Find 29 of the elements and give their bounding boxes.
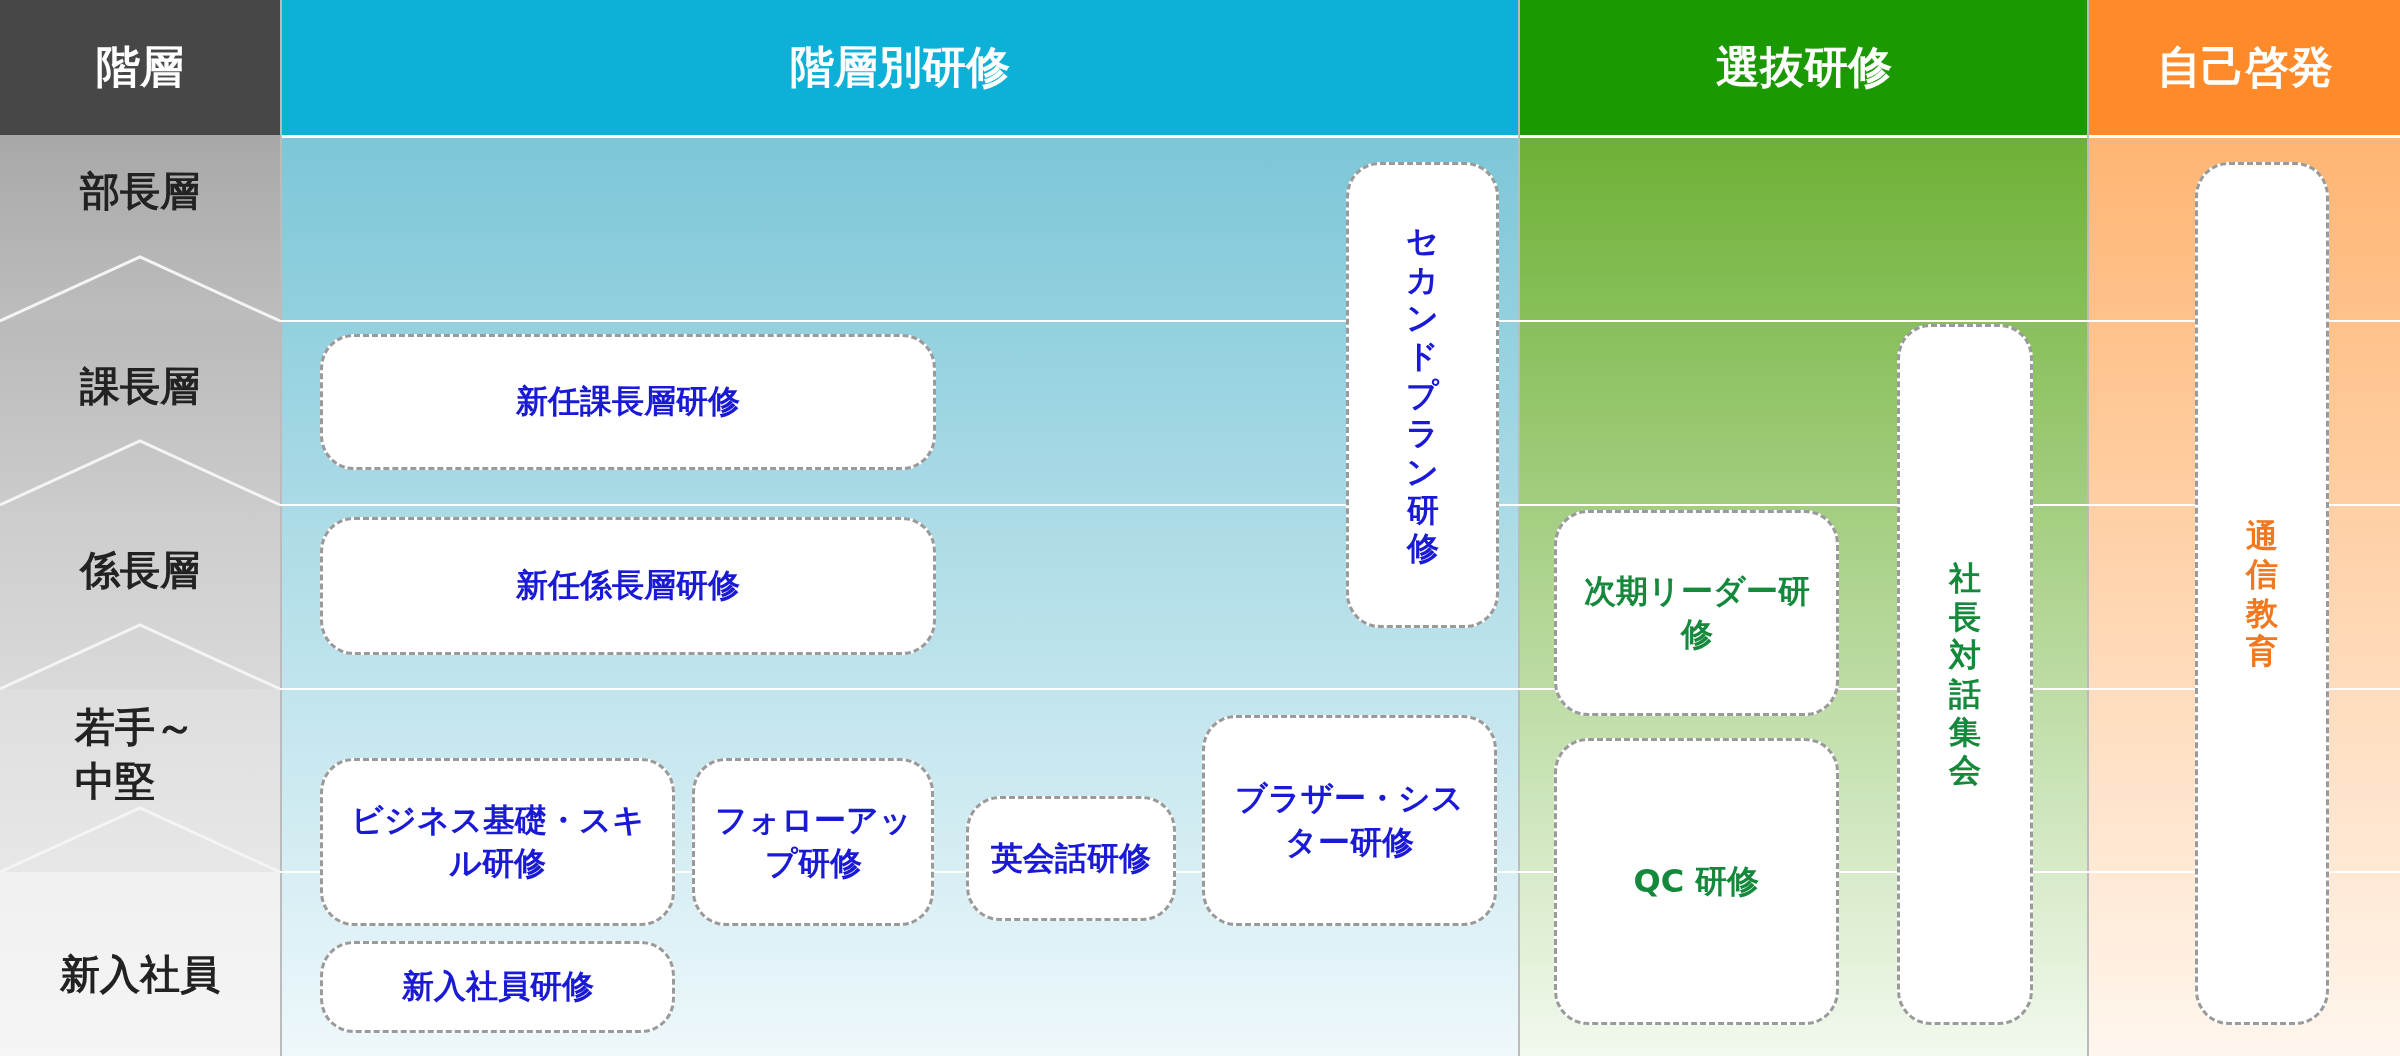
program-box: 次期リーダー研修 [1554,510,1839,716]
program-box: セカンドプラン研修 [1346,162,1499,628]
column-header: 自己啓発 [2089,0,2400,138]
program-box: 新任課長層研修 [320,334,936,470]
level-label: 課長層 [80,361,200,411]
level-band [0,505,280,689]
column-header: 選抜研修 [1520,0,2087,138]
program-box: 新入社員研修 [320,941,675,1033]
level-label: 新入社員 [60,949,220,999]
program-box: フォローアップ研修 [692,758,934,926]
program-box: 英会話研修 [966,796,1176,921]
program-box: 社長対話集会 [1897,324,2033,1025]
category-column [2087,0,2400,1056]
level-label: 階層 [96,40,184,94]
level-band [0,872,280,1056]
level-header [0,0,280,135]
level-label: 係長層 [80,545,200,595]
level-band [0,135,280,321]
program-box: 通信教育 [2195,162,2329,1025]
category-column [1518,0,2087,1056]
program-box: QC 研修 [1554,738,1839,1025]
program-box: 新任係長層研修 [320,517,936,655]
level-band [0,689,280,872]
level-label: 部長層 [80,166,200,216]
program-box: ブラザー・シスター研修 [1202,715,1497,926]
category-column [280,0,1518,1056]
program-box: ビジネス基礎・スキル研修 [320,758,675,926]
column-header: 階層別研修 [282,0,1518,138]
level-label: 若手～中堅 [75,702,196,806]
